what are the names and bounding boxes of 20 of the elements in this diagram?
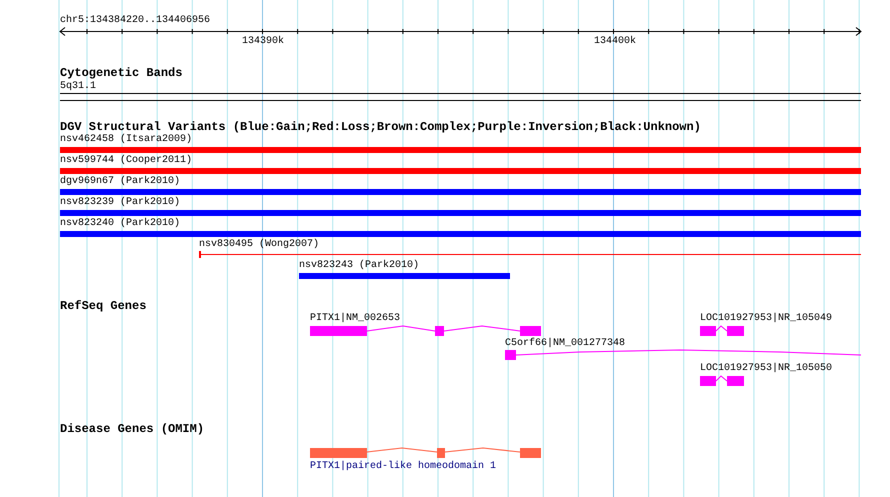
feature-label: nsv823243 (Park2010) — [299, 260, 420, 271]
feature-label: PITX1|NM_002653 — [310, 313, 400, 324]
feature-label: dgv969n67 (Park2010) — [60, 176, 180, 187]
feature-label: nsv823239 (Park2010) — [60, 197, 180, 208]
track-title: Disease Genes (OMIM) — [60, 423, 204, 436]
track-title: DGV Structural Variants (Blue:Gain;Red:Loss;Brown:Complex;Purple:Inversion;Black:Unknown) — [60, 121, 701, 134]
track-title: RefSeq Genes — [60, 300, 146, 313]
track-title: Cytogenetic Bands — [60, 67, 182, 80]
feature-label: nsv599744 (Cooper2011) — [60, 155, 192, 166]
feature-label: nsv462458 (Itsara2009) — [60, 134, 192, 145]
feature-label: nsv830495 (Wong2007) — [199, 239, 320, 250]
coordinate-label: chr5:134384220..134406956 — [60, 15, 210, 26]
feature-label: PITX1|paired-like homeodomain 1 — [310, 461, 496, 472]
feature-label: LOC101927953|NR_105049 — [700, 313, 832, 324]
tick-label: 134390k — [242, 36, 284, 47]
tick-label: 134400k — [594, 36, 636, 47]
feature-label: LOC101927953|NR_105050 — [700, 363, 832, 374]
feature-label: nsv823240 (Park2010) — [60, 218, 180, 229]
feature-label: C5orf66|NM_001277348 — [505, 338, 626, 349]
band-label: 5q31.1 — [60, 81, 96, 92]
